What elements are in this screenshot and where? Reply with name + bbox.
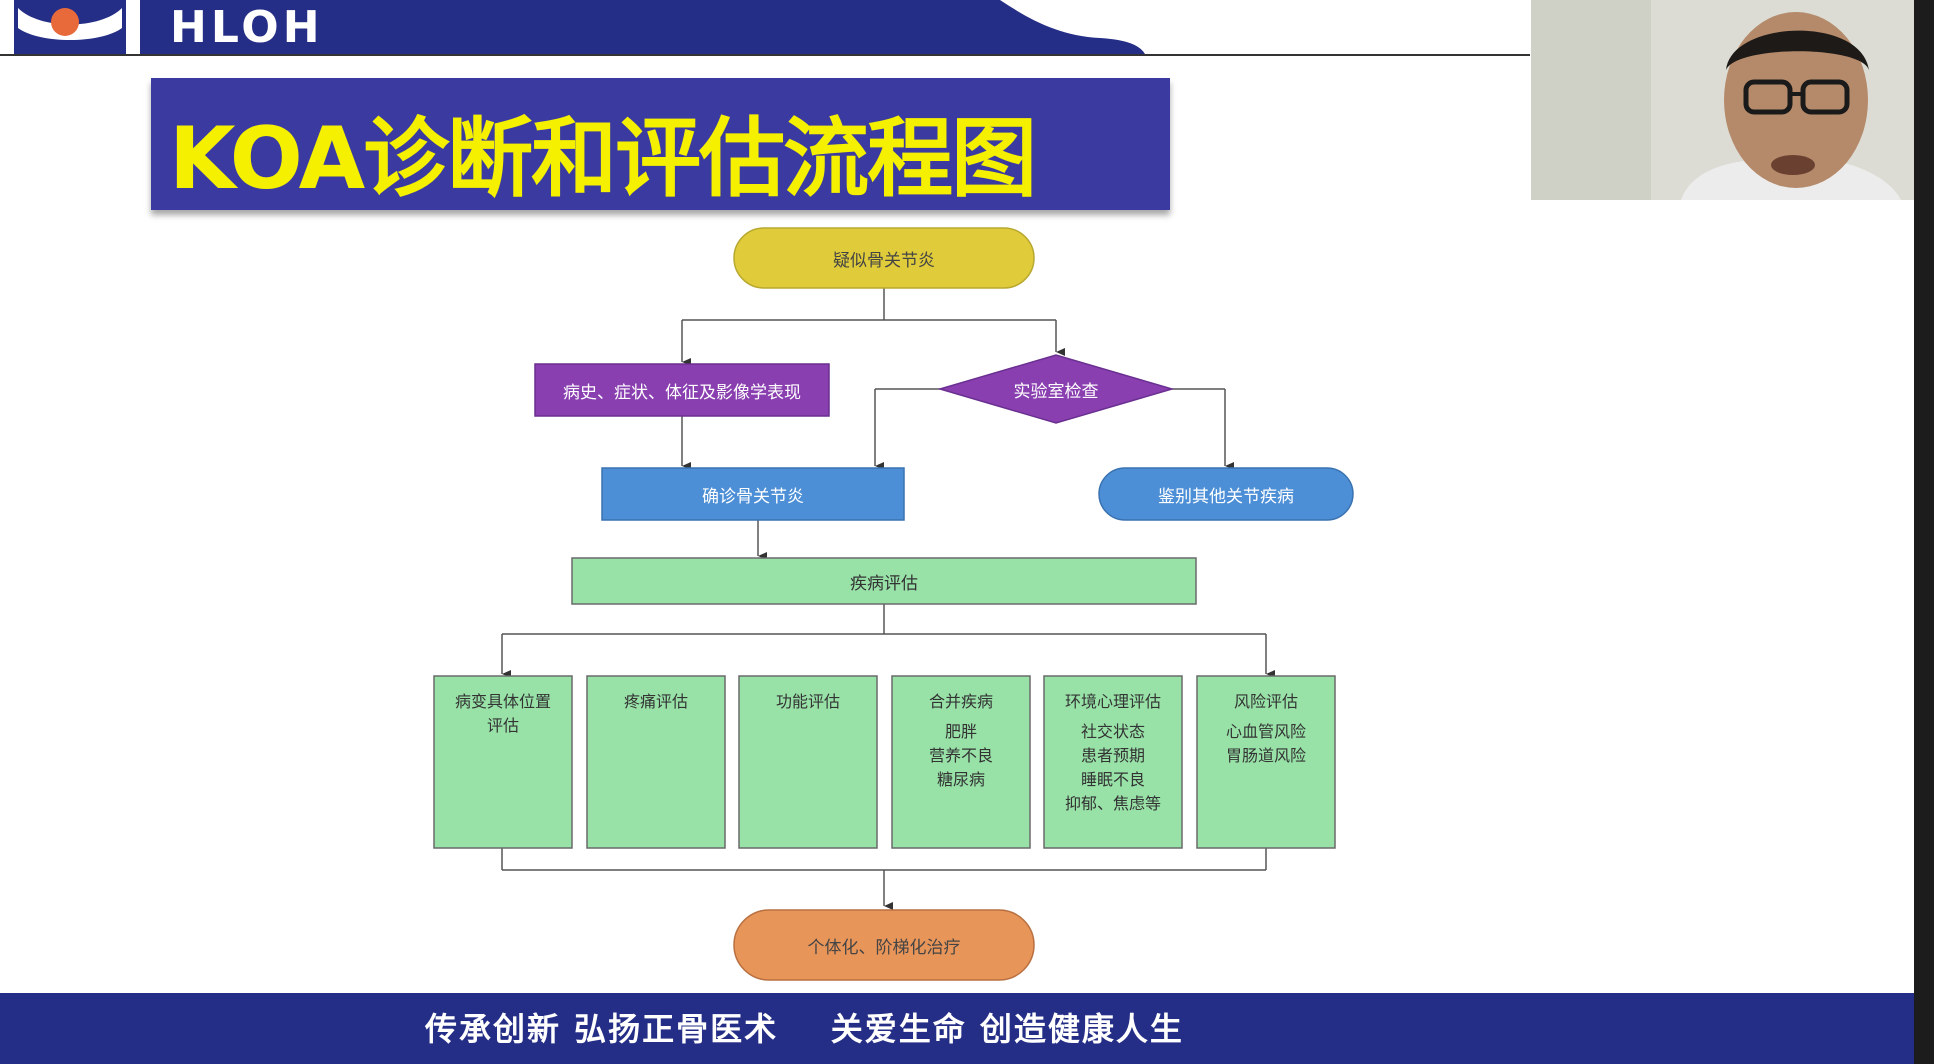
start-node [733,227,1035,289]
logo-icon [14,0,126,54]
end-label: 个体化、阶梯化治疗 [807,937,961,958]
eval-box-title: 病变具体位置 [454,692,551,711]
eval-box-4 [891,675,1031,849]
eval-box-2 [586,675,726,849]
end-node [733,909,1035,981]
eval-box-item: 社交状态 [1080,722,1145,741]
footer-bar [0,993,1916,1064]
eval-box-title: 疼痛评估 [623,692,688,711]
eval-box-6 [1196,675,1336,849]
eval-box-1-text: 病变具体位置 评估 [434,690,572,738]
eval-box-item: 营养不良 [928,746,993,765]
assessment-label: 疾病评估 [850,573,918,594]
differential-node [1098,467,1354,521]
window-edge [1914,0,1934,1064]
eval-box-title: 环境心理评估 [1064,692,1161,711]
confirmed-node [601,467,905,521]
eval-box-title: 功能评估 [775,692,840,711]
eval-box-5 [1043,675,1183,849]
eval-box-item: 糖尿病 [936,770,985,789]
lab-label: 实验室检查 [1013,381,1099,402]
eval-box-1 [433,675,573,849]
eval-box-item: 肥胖 [944,722,977,741]
start-label: 疑似骨关节炎 [833,250,935,271]
presenter-video-icon [1531,0,1914,200]
footer-slogan: 传承创新 弘扬正骨医术 关爱生命 创造健康人生 [425,1010,1184,1048]
webcam-video[interactable] [1531,0,1914,200]
eval-box-item: 抑郁、焦虑等 [1064,794,1161,813]
lab-node [937,354,1175,424]
eval-box-title-line2: 评估 [486,716,519,735]
confirmed-label: 确诊骨关节炎 [702,486,804,507]
logo-text: HLOH [170,2,324,53]
eval-box-6-text: 风险评估 心血管风险 胃肠道风险 [1197,690,1335,768]
eval-box-4-text: 合并疾病 肥胖 营养不良 糖尿病 [892,690,1030,792]
slide-title: KOA诊断和评估流程图 [169,109,1037,209]
eval-box-5-text: 环境心理评估 社交状态 患者预期 睡眠不良 抑郁、焦虑等 [1044,690,1182,816]
eval-box-3 [738,675,878,849]
history-node [534,363,830,417]
eval-box-3-text: 功能评估 [739,690,877,714]
eval-box-item: 患者预期 [1080,746,1145,765]
differential-label: 鉴别其他关节疾病 [1158,486,1294,507]
eval-box-item: 睡眠不良 [1080,770,1145,789]
eval-box-2-text: 疼痛评估 [587,690,725,714]
eval-box-item: 心血管风险 [1225,722,1306,741]
eval-box-title: 风险评估 [1233,692,1298,711]
slide-title-box: KOA诊断和评估流程图 [151,78,1170,210]
history-label: 病史、症状、体征及影像学表现 [563,382,801,403]
eval-box-item: 胃肠道风险 [1225,746,1306,765]
assessment-node [571,557,1197,605]
eval-box-title: 合并疾病 [928,692,993,711]
